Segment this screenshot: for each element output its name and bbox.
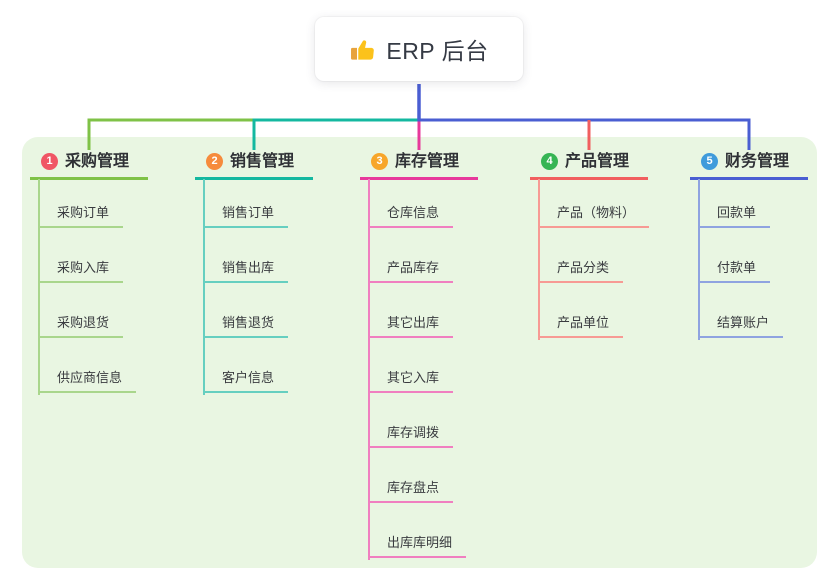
- branch-trunk-line-sales-management: [203, 179, 205, 395]
- branch-title-label: 财务管理: [725, 153, 790, 170]
- root-node-erp-backend[interactable]: ERP 后台: [315, 17, 523, 81]
- branch-badge-finance-management: 5: [701, 153, 718, 170]
- child-node-finance-management-3[interactable]: 结算账户: [698, 314, 784, 338]
- branch-node-inventory-management[interactable]: 3 库存管理: [360, 151, 478, 180]
- branch-title-label: 采购管理: [65, 153, 130, 170]
- child-node-inventory-management-1[interactable]: 仓库信息: [368, 204, 454, 228]
- child-node-purchase-management-4[interactable]: 供应商信息: [38, 369, 137, 393]
- branch-badge-product-management: 4: [541, 153, 558, 170]
- child-node-sales-management-2[interactable]: 销售出库: [203, 259, 289, 283]
- child-node-sales-management-4[interactable]: 客户信息: [203, 369, 289, 393]
- branch-badge-purchase-management: 1: [41, 153, 58, 170]
- root-node-label: ERP 后台: [386, 38, 489, 64]
- branch-trunk-line-purchase-management: [38, 179, 40, 395]
- child-node-inventory-management-7[interactable]: 出库库明细: [368, 534, 467, 558]
- mindmap-panel: [22, 137, 817, 568]
- branch-title-label: 库存管理: [395, 153, 460, 170]
- child-node-inventory-management-5[interactable]: 库存调拨: [368, 424, 454, 448]
- thumbs-up-icon: [349, 36, 376, 63]
- child-node-sales-management-1[interactable]: 销售订单: [203, 204, 289, 228]
- branch-title-label: 产品管理: [565, 153, 630, 170]
- branch-trunk-line-finance-management: [698, 179, 700, 340]
- branch-node-sales-management[interactable]: 2 销售管理: [195, 151, 313, 180]
- child-node-inventory-management-3[interactable]: 其它出库: [368, 314, 454, 338]
- child-node-inventory-management-6[interactable]: 库存盘点: [368, 479, 454, 503]
- branch-trunk-line-inventory-management: [368, 179, 370, 560]
- child-node-finance-management-2[interactable]: 付款单: [698, 259, 771, 283]
- branch-node-product-management[interactable]: 4 产品管理: [530, 151, 648, 180]
- child-node-product-management-2[interactable]: 产品分类: [538, 259, 624, 283]
- child-node-inventory-management-4[interactable]: 其它入库: [368, 369, 454, 393]
- branch-title-label: 销售管理: [230, 153, 295, 170]
- branch-trunk-line-product-management: [538, 179, 540, 340]
- child-node-purchase-management-1[interactable]: 采购订单: [38, 204, 124, 228]
- child-node-sales-management-3[interactable]: 销售退货: [203, 314, 289, 338]
- child-node-finance-management-1[interactable]: 回款单: [698, 204, 771, 228]
- child-node-product-management-1[interactable]: 产品（物料）: [538, 204, 650, 228]
- branch-node-purchase-management[interactable]: 1 采购管理: [30, 151, 148, 180]
- child-node-product-management-3[interactable]: 产品单位: [538, 314, 624, 338]
- child-node-purchase-management-2[interactable]: 采购入库: [38, 259, 124, 283]
- child-node-inventory-management-2[interactable]: 产品库存: [368, 259, 454, 283]
- branch-badge-inventory-management: 3: [371, 153, 388, 170]
- child-node-purchase-management-3[interactable]: 采购退货: [38, 314, 124, 338]
- branch-node-finance-management[interactable]: 5 财务管理: [690, 151, 808, 180]
- branch-badge-sales-management: 2: [206, 153, 223, 170]
